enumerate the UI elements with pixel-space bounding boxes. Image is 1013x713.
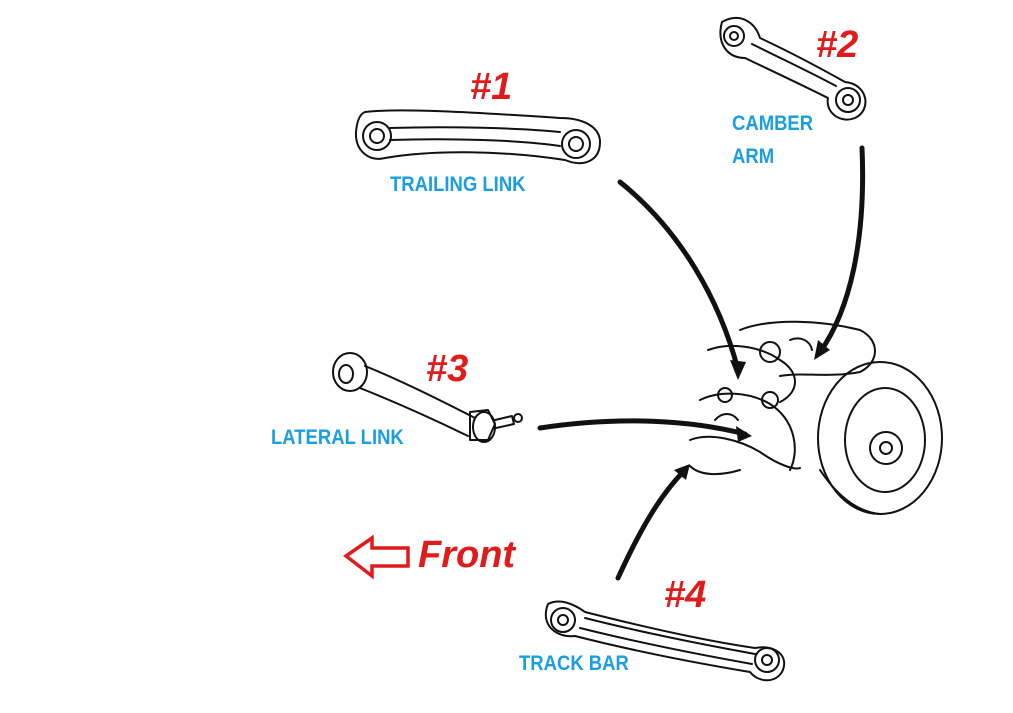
part-2-number: #2 [816, 24, 859, 66]
camber-arm-drawing [719, 17, 867, 121]
track-bar-drawing [545, 600, 785, 682]
left-arrow-outline-icon [343, 534, 410, 580]
part-2-label-line-1: CAMBER [732, 112, 814, 135]
trailing-link-drawing [354, 109, 601, 165]
arrow-1 [617, 179, 741, 373]
arrow-3 [537, 418, 748, 437]
part-3-number: #3 [426, 348, 469, 390]
part-1-label: TRAILING LINK [390, 173, 526, 196]
pointer-arrows [537, 145, 866, 581]
lateral-link-drawing [332, 352, 523, 443]
part-2-label-line-2: ARM [732, 145, 775, 168]
part-4-label: TRACK BAR [519, 652, 629, 675]
arrow-4 [615, 467, 688, 581]
front-direction-label: Front [418, 534, 516, 576]
part-3-label: LATERAL LINK [271, 426, 404, 449]
part-1-number: #1 [470, 66, 513, 108]
knuckle-hub-drawing [689, 320, 943, 515]
part-4-number: #4 [664, 574, 707, 616]
arrow-2 [817, 145, 866, 355]
